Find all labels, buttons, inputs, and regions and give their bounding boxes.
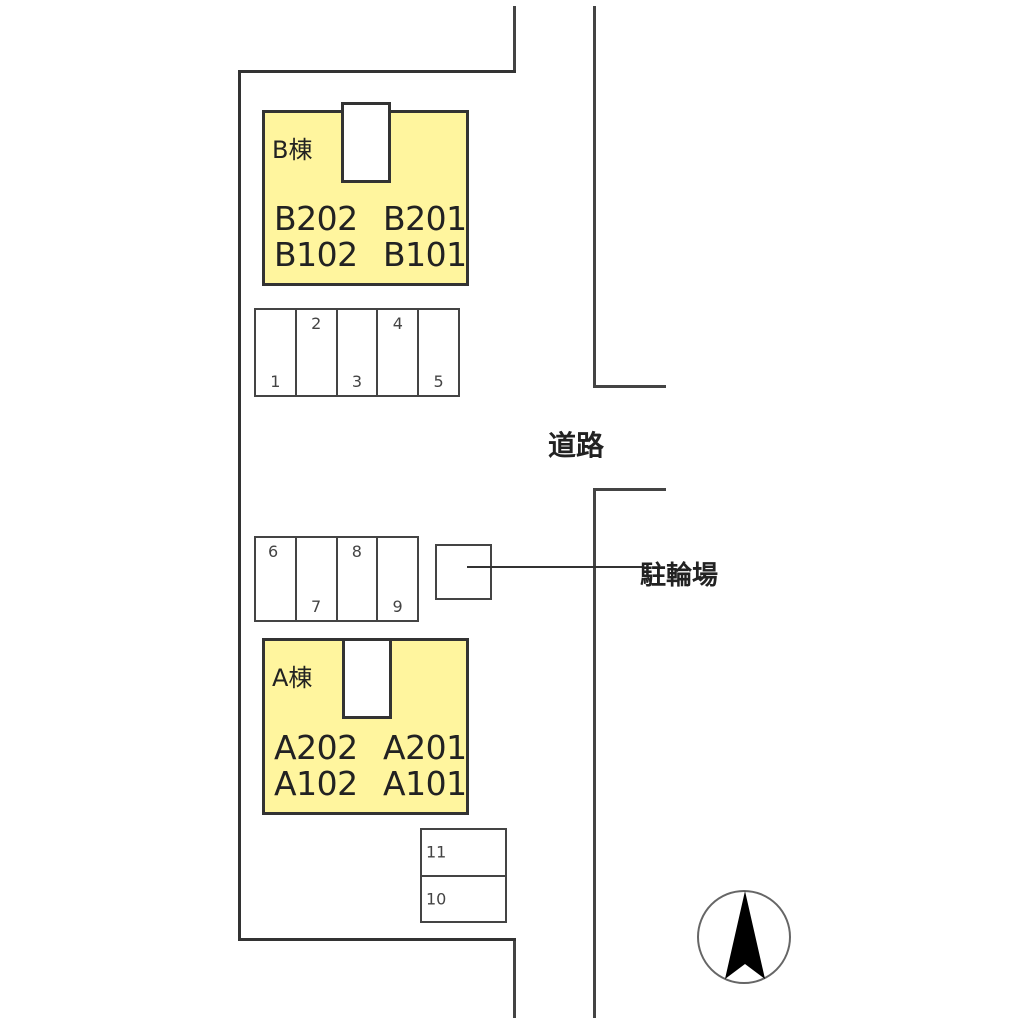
parking-row-north: 1 2 3 4 5 xyxy=(254,308,460,397)
parking-number: 4 xyxy=(392,314,403,333)
bicycle-parking-leader-line xyxy=(467,566,643,568)
unit-a201: A201 xyxy=(383,728,467,767)
side-road-edge-north xyxy=(593,385,666,388)
road-label: 道路 xyxy=(548,429,605,462)
building-b-stairwell xyxy=(341,102,391,183)
unit-b102: B102 xyxy=(274,235,358,274)
bicycle-parking-label: 駐輪場 xyxy=(640,561,719,591)
unit-b201: B201 xyxy=(383,199,467,238)
parking-number: 1 xyxy=(270,372,281,391)
parking-space-8: 8 xyxy=(338,538,379,620)
parking-space-11: 11 xyxy=(422,830,505,877)
parking-space-5: 5 xyxy=(419,310,458,395)
north-arrow-icon xyxy=(695,888,793,986)
parking-number: 8 xyxy=(351,542,362,561)
parking-space-10: 10 xyxy=(422,877,505,922)
parking-space-3: 3 xyxy=(338,310,379,395)
parking-space-7: 7 xyxy=(297,538,338,620)
building-a-stairwell xyxy=(342,638,392,719)
parking-row-south: 6 7 8 9 xyxy=(254,536,419,622)
building-b-label: B棟 xyxy=(272,136,313,164)
parking-space-6: 6 xyxy=(256,538,297,620)
parking-space-1: 1 xyxy=(256,310,297,395)
parking-number: 9 xyxy=(392,597,403,616)
unit-a202: A202 xyxy=(274,728,358,767)
parking-number: 6 xyxy=(268,542,279,561)
unit-a101: A101 xyxy=(383,764,467,803)
road-edge-east-south xyxy=(593,488,596,1018)
road-edge-east-north xyxy=(593,6,596,388)
unit-a102: A102 xyxy=(274,764,358,803)
parking-number: 3 xyxy=(351,372,363,391)
parking-space-4: 4 xyxy=(378,310,420,395)
parking-space-9: 9 xyxy=(378,538,417,620)
unit-b101: B101 xyxy=(383,235,467,274)
parking-number: 5 xyxy=(433,372,444,391)
parking-number: 2 xyxy=(311,314,322,333)
unit-b202: B202 xyxy=(274,199,358,238)
parking-space-2: 2 xyxy=(297,310,338,395)
side-road-edge-south xyxy=(593,488,666,491)
building-a-label: A棟 xyxy=(272,664,313,692)
bicycle-parking-area xyxy=(435,544,492,600)
parking-number: 10 xyxy=(426,889,447,909)
parking-corner: 11 10 xyxy=(420,828,507,923)
parking-number: 11 xyxy=(426,842,447,862)
parking-number: 7 xyxy=(311,597,322,616)
